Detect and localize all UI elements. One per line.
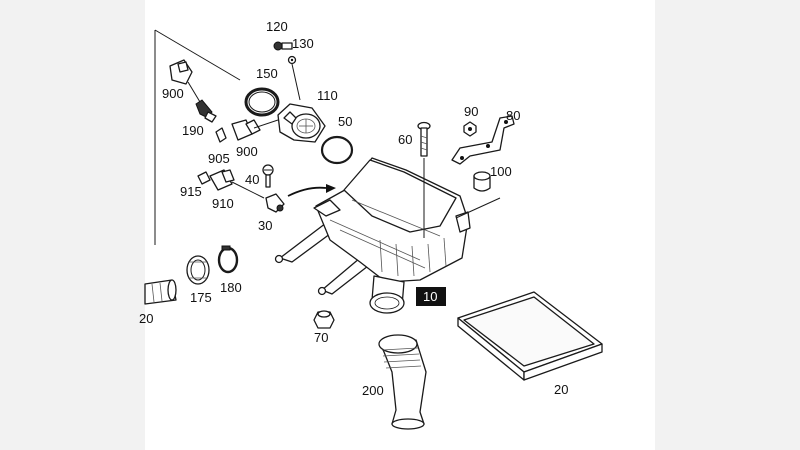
leader-80-bracket: [455, 197, 501, 219]
callout-900-middle: 900: [236, 144, 258, 159]
callout-175: 175: [190, 290, 212, 305]
direction-arrow: [287, 184, 336, 197]
callout-30: 30: [258, 218, 272, 233]
callout-110: 110: [317, 88, 338, 103]
callout-200: 200: [362, 383, 384, 398]
callout-910: 910: [212, 196, 234, 211]
leader-910: [231, 181, 265, 199]
callout-10: 10: [423, 289, 437, 304]
callout-40: 40: [245, 172, 259, 187]
connector-915: [197, 171, 211, 185]
grommet-70: [313, 310, 335, 329]
air-filter-element-20: [457, 291, 603, 381]
group-bracket-top: [154, 29, 241, 81]
callout-180: 180: [220, 280, 242, 295]
connector-900-middle: [231, 119, 261, 141]
screw-40: [262, 164, 274, 188]
callout-905: 905: [208, 151, 230, 166]
air-filter-housing-10: [274, 157, 471, 314]
callout-20-cut: 20: [139, 311, 153, 326]
connector-910: [209, 169, 235, 191]
callout-130: 130: [292, 36, 314, 51]
clamp-150: [244, 87, 280, 117]
nut-90: [463, 121, 477, 137]
callout-190: 190: [182, 123, 204, 138]
intake-duct-200: [378, 334, 427, 430]
sensor-30: [265, 193, 285, 213]
callout-150: 150: [256, 66, 278, 81]
leader-900-upper: [187, 81, 201, 103]
hose-20-left: [144, 279, 177, 305]
connector-905: [215, 127, 227, 143]
callout-60: 60: [398, 132, 412, 147]
bushing-100: [473, 171, 491, 192]
leader-130: [291, 63, 301, 101]
callout-80: 80: [506, 108, 520, 123]
plug-190: [195, 99, 217, 123]
callout-915: 915: [180, 184, 202, 199]
o-ring-50: [320, 135, 354, 165]
callout-70: 70: [314, 330, 328, 345]
connector-900-upper: [169, 59, 193, 85]
callout-120: 120: [266, 19, 288, 34]
leader-900-middle: [253, 119, 279, 129]
callout-100: 100: [490, 164, 512, 179]
clamp-180: [217, 245, 239, 274]
bracket-80: [451, 115, 515, 165]
washer-130: [287, 55, 297, 65]
callout-10-box: [416, 287, 446, 306]
callout-900-upper: 900: [162, 86, 184, 101]
callout-90: 90: [464, 104, 478, 119]
bolt-60: [417, 121, 431, 157]
air-mass-sensor-110: [277, 103, 326, 143]
screw-120: [273, 41, 293, 51]
callout-50: 50: [338, 114, 352, 129]
coupling-175: [186, 255, 210, 285]
callout-20: 20: [554, 382, 568, 397]
